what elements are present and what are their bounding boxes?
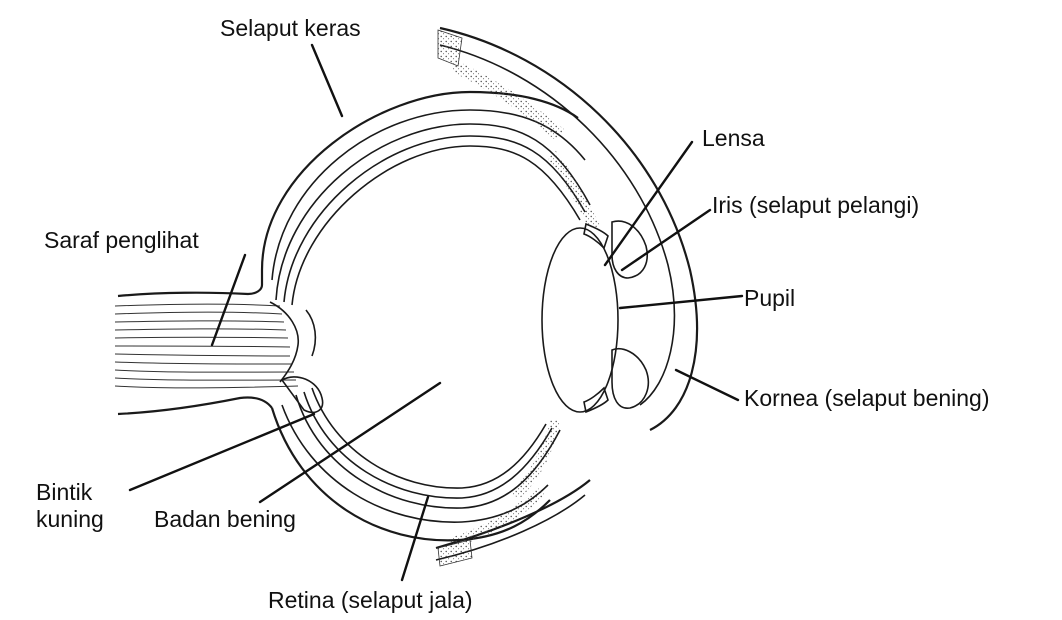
label-lensa: Lensa	[702, 125, 765, 151]
retina-layers	[275, 123, 600, 509]
label-bintik: Bintik	[36, 479, 93, 505]
cornea	[435, 26, 699, 567]
label-iris: Iris (selaput pelangi)	[712, 192, 919, 218]
label-kuning: kuning	[36, 506, 104, 532]
leader-iris	[620, 208, 712, 272]
ciliary-band-top	[452, 60, 565, 140]
label-badan-bening: Badan bening	[154, 506, 296, 532]
leader-kornea	[674, 368, 740, 402]
macula	[280, 376, 324, 414]
leader-lines	[128, 43, 744, 582]
labels: Selaput keras Lensa Iris (selaput pelang…	[36, 15, 990, 613]
label-saraf-penglihat: Saraf penglihat	[44, 227, 199, 253]
label-pupil: Pupil	[744, 285, 795, 311]
leader-selaput-keras	[310, 43, 344, 118]
label-retina: Retina (selaput jala)	[268, 587, 473, 613]
label-kornea: Kornea (selaput bening)	[744, 385, 990, 411]
ciliary-band-bottom	[450, 488, 545, 548]
leader-retina	[400, 495, 430, 582]
optic-nerve	[114, 270, 317, 416]
leader-badan-bening	[258, 381, 442, 504]
leader-bintik-kuning	[128, 412, 316, 492]
lens-suspensory-top	[583, 222, 609, 250]
leader-pupil	[618, 294, 744, 310]
leader-lensa	[603, 140, 694, 267]
leader-saraf-penglihat	[210, 253, 247, 347]
label-selaput-keras: Selaput keras	[220, 15, 361, 41]
lens	[541, 227, 619, 413]
lens-suspensory-bottom	[583, 386, 609, 414]
